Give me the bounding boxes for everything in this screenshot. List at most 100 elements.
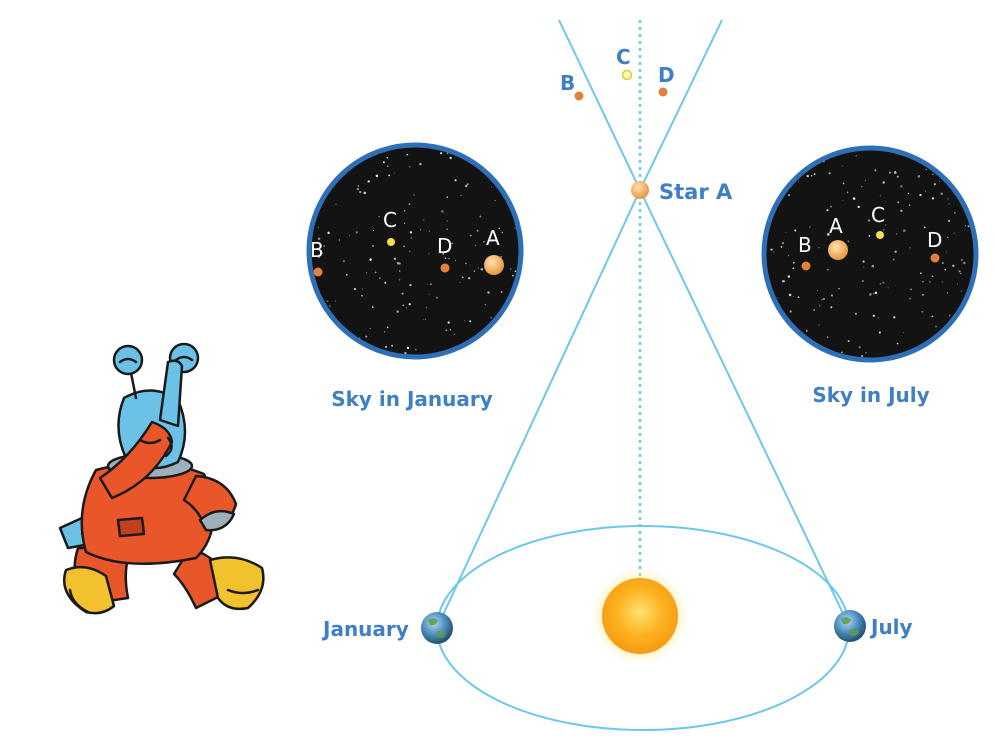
earth-icon — [421, 612, 453, 644]
background-star-speck — [327, 231, 330, 235]
background-star-speck — [935, 325, 938, 328]
background-star-speck — [842, 182, 845, 185]
background-star-speck — [446, 152, 449, 155]
background-star-speck — [491, 186, 492, 188]
background-star-speck — [792, 296, 794, 298]
background-star-speck — [372, 245, 374, 247]
background-star-speck — [930, 231, 932, 233]
background-star-speck — [871, 264, 875, 268]
background-star-speck — [428, 230, 431, 233]
july-label: July — [869, 615, 913, 639]
background-star-speck — [514, 227, 516, 229]
background-star-speck — [882, 281, 885, 284]
background-star-speck — [463, 274, 465, 276]
background-star-speck — [464, 320, 466, 322]
background-star-speck — [419, 162, 422, 166]
background-star-speck — [862, 260, 865, 263]
background-star-speck — [375, 174, 379, 178]
january-label: January — [321, 617, 409, 641]
background-star-speck — [476, 229, 479, 232]
background-star-speck — [456, 176, 458, 178]
sky-july-disc — [761, 145, 979, 363]
background-star-speck — [788, 293, 792, 297]
background-star-speck — [371, 305, 374, 308]
background-star-speck — [396, 310, 399, 313]
background-star-speck — [338, 239, 340, 241]
background-star-speck — [894, 171, 897, 174]
sky-july-label-c: C — [871, 203, 885, 227]
sky-january-caption: Sky in January — [331, 387, 493, 411]
background-star-speck — [459, 282, 461, 283]
background-star-speck — [813, 309, 816, 311]
background-star-speck — [957, 283, 959, 285]
sky-january-star-c — [387, 238, 395, 246]
background-star-speck — [349, 234, 350, 236]
background-star-speck — [422, 219, 425, 221]
background-star-speck — [420, 229, 422, 231]
earth-january: January — [321, 612, 453, 644]
background-star-speck — [960, 272, 962, 275]
background-star-speck — [789, 310, 792, 313]
background-star-speck — [500, 255, 503, 258]
background-star-speck — [773, 251, 775, 253]
background-star-speck — [806, 174, 809, 178]
background-star-speck — [882, 181, 885, 184]
background-star-speck — [361, 288, 363, 290]
background-star-speck — [787, 275, 791, 278]
background-star-speck — [931, 315, 934, 318]
background-star-speck — [356, 187, 360, 191]
background-star-speck — [372, 306, 374, 309]
background-star-speck — [367, 180, 370, 183]
background-star-speck — [501, 231, 504, 234]
background-star-speck — [469, 234, 472, 237]
background-star-speck — [879, 282, 882, 285]
background-star-speck — [318, 256, 320, 258]
background-star-speck — [948, 314, 951, 317]
background-star-speck — [874, 291, 878, 295]
background-star-speck — [896, 342, 899, 345]
background-star-speck — [857, 205, 860, 209]
background-star-speck — [879, 195, 881, 197]
background-star-speck — [809, 226, 811, 228]
background-star-speck — [900, 185, 903, 188]
background-star-speck — [494, 200, 496, 202]
sight-line-january-extension — [639, 19, 723, 191]
background-star-speck — [882, 229, 885, 231]
background-star-speck — [847, 340, 850, 343]
distant-star-d-label: D — [658, 63, 675, 87]
background-star-speck — [386, 165, 389, 168]
background-star-speck — [810, 174, 813, 177]
background-star-speck — [477, 267, 479, 269]
background-star-speck — [770, 248, 773, 251]
background-star-speck — [967, 225, 970, 228]
sky-july-label-a: A — [829, 214, 843, 238]
background-star-speck — [378, 215, 380, 217]
background-star-speck — [919, 193, 922, 197]
background-star-speck — [382, 161, 385, 164]
background-star-speck — [892, 258, 895, 261]
background-star-speck — [406, 153, 409, 156]
background-star-speck — [861, 279, 864, 283]
background-star-speck — [804, 239, 806, 241]
background-star-speck — [777, 297, 779, 299]
background-star-speck — [474, 244, 476, 246]
background-star-speck — [363, 191, 367, 195]
background-star-speck — [897, 201, 900, 204]
background-star-speck — [961, 259, 963, 261]
background-star-speck — [512, 274, 514, 277]
background-star-speck — [403, 245, 406, 248]
background-star-speck — [900, 209, 903, 212]
background-star-speck — [896, 175, 899, 178]
sky-july-starfield — [770, 154, 970, 358]
background-star-speck — [490, 316, 493, 319]
background-star-speck — [317, 226, 319, 228]
background-star-speck — [366, 272, 368, 274]
background-star-speck — [928, 280, 931, 283]
sky-january-label-b: B — [310, 238, 324, 262]
background-star-speck — [922, 294, 924, 296]
background-star-speck — [479, 215, 482, 218]
sky-july-label-b: B — [798, 233, 812, 257]
background-star-speck — [942, 262, 944, 264]
background-star-speck — [907, 192, 910, 195]
